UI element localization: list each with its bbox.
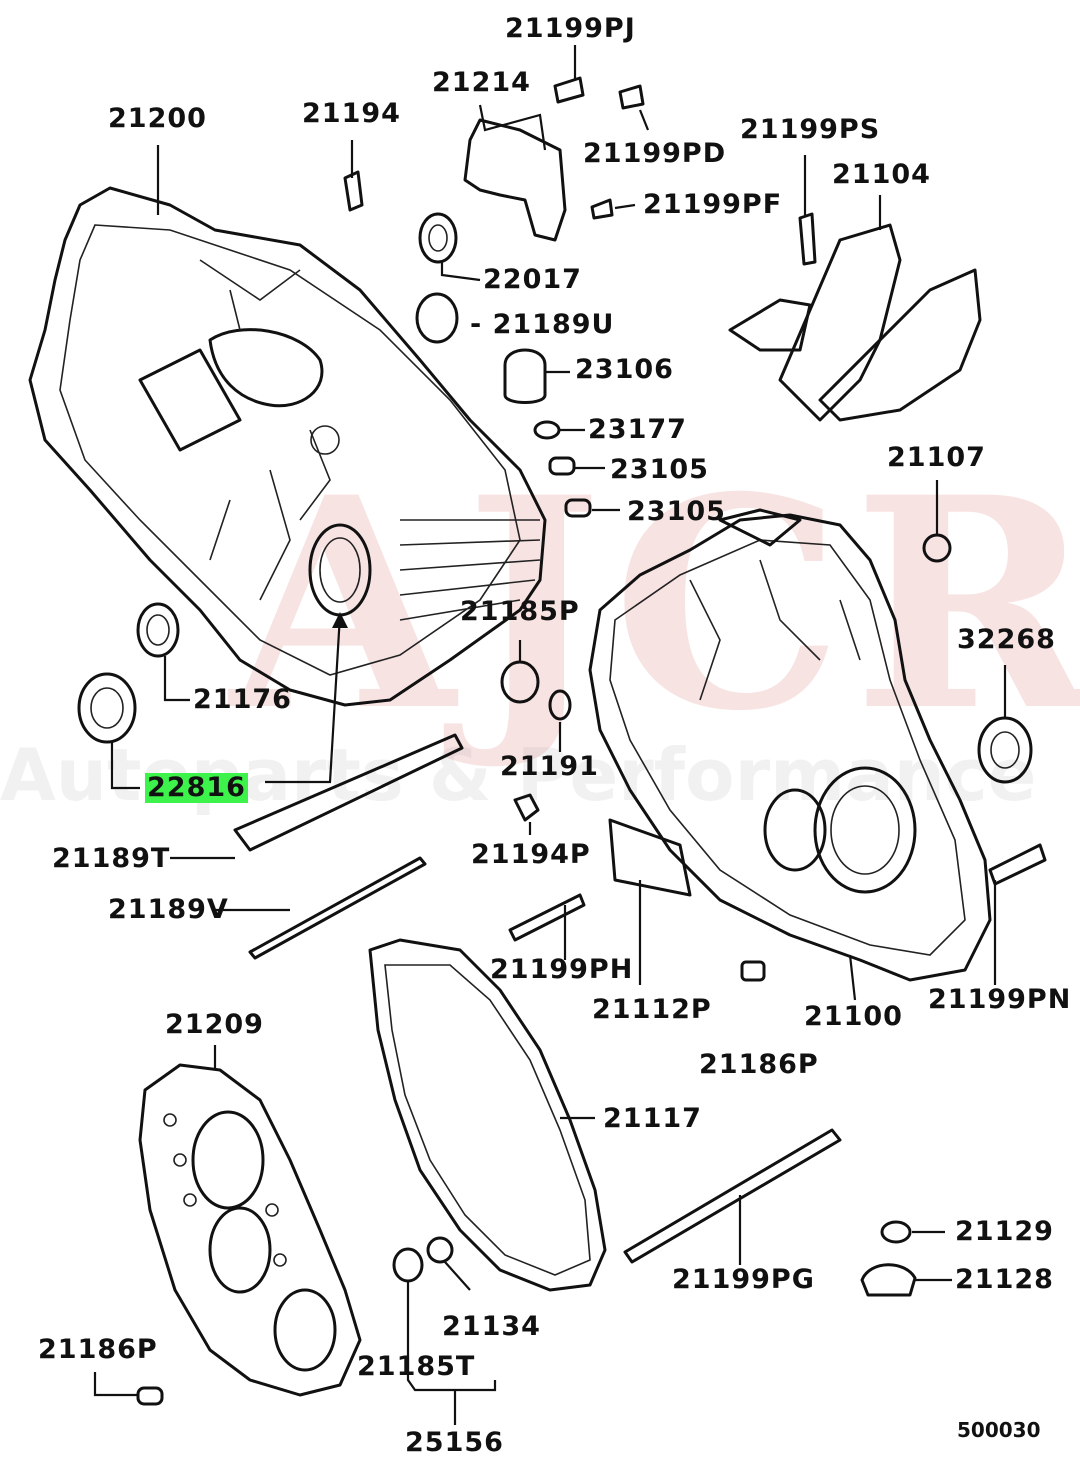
part-label-21117: 21117: [603, 1103, 702, 1134]
small-parts: [77, 76, 1047, 1406]
part-label-21199PG: 21199PG: [672, 1264, 815, 1295]
part-label-21199PH: 21199PH: [490, 954, 634, 985]
part-label-23177: 23177: [588, 414, 687, 445]
bracket-21104: [728, 223, 982, 422]
part-label-25156: 25156: [405, 1427, 504, 1458]
part-label-21176: 21176: [193, 684, 292, 715]
part-label-21189U: - 21189U: [470, 309, 615, 340]
part-label-21185T: 21185T: [357, 1351, 476, 1382]
part-label-21100: 21100: [804, 1001, 903, 1032]
part-label-21209: 21209: [165, 1009, 264, 1040]
part-label-21186P-right: 21186P: [699, 1049, 819, 1080]
part-label-21199PN: 21199PN: [928, 984, 1072, 1015]
transaxle-case-21200: [28, 186, 547, 707]
part-label-21185P: 21185P: [460, 596, 580, 627]
part-label-21200: 21200: [108, 103, 207, 134]
gasket-21117: [368, 938, 607, 1292]
diagram-reference-code: 500030: [957, 1418, 1041, 1442]
part-label-21186P-left: 21186P: [38, 1334, 158, 1365]
part-label-21194: 21194: [302, 98, 401, 129]
part-label-22816-highlighted: 22816: [145, 772, 248, 803]
leader-lines: [93, 45, 1007, 1425]
part-label-21134: 21134: [442, 1311, 541, 1342]
bracket-21214: [463, 118, 567, 242]
part-label-21199PJ: 21199PJ: [505, 13, 636, 44]
part-label-21199PS: 21199PS: [740, 114, 881, 145]
part-label-21189V: 21189V: [108, 894, 229, 925]
part-label-21129: 21129: [955, 1216, 1054, 1247]
shafts: [233, 733, 842, 1264]
part-label-23105-lower: 23105: [627, 496, 726, 527]
part-label-32268: 32268: [957, 624, 1056, 655]
part-label-21194P: 21194P: [471, 839, 591, 870]
part-label-21189T: 21189T: [52, 843, 171, 874]
part-label-21104: 21104: [832, 159, 931, 190]
part-label-21214: 21214: [432, 67, 531, 98]
part-label-21199PD: 21199PD: [583, 138, 727, 169]
part-label-21199PF: 21199PF: [643, 189, 783, 220]
part-label-23105-upper: 23105: [610, 454, 709, 485]
part-label-21107: 21107: [887, 442, 986, 473]
clutch-housing-21100: [588, 508, 992, 982]
end-cover-21209: [138, 1063, 362, 1397]
part-label-21128: 21128: [955, 1264, 1054, 1295]
part-label-22017: 22017: [483, 264, 582, 295]
part-label-23106: 23106: [575, 354, 674, 385]
part-label-21112P: 21112P: [592, 994, 712, 1025]
part-label-21191: 21191: [500, 751, 599, 782]
